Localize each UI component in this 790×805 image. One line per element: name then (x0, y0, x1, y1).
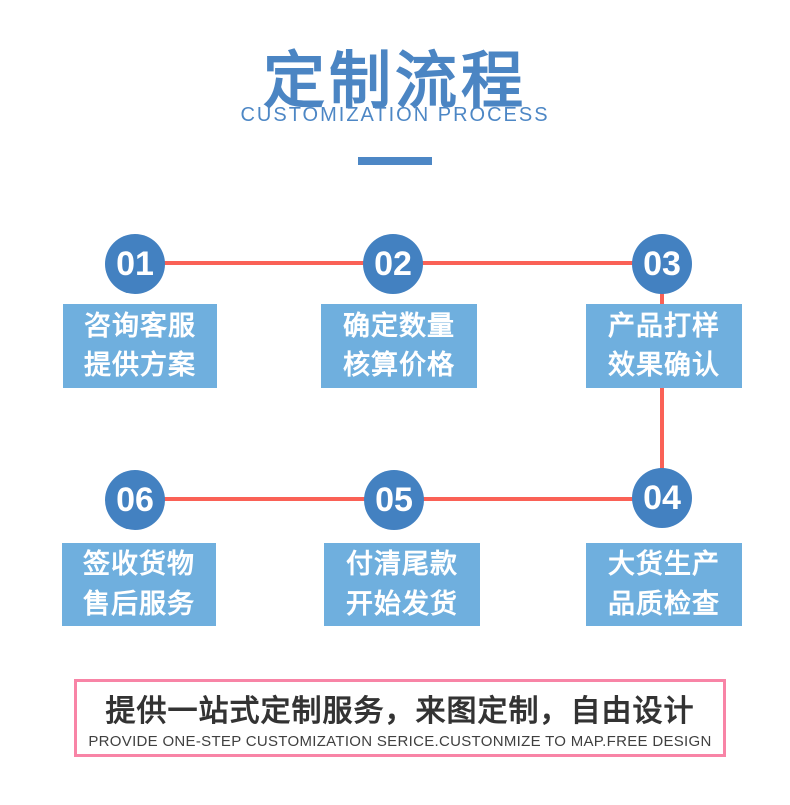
step-05-line1: 付清尾款 (346, 549, 458, 580)
title-divider (358, 157, 432, 165)
step-06-line2: 售后服务 (83, 588, 195, 619)
step-circle-04: 04 (632, 468, 692, 528)
step-circle-02: 02 (363, 234, 423, 294)
step-02-line1: 确定数量 (343, 310, 455, 341)
step-circle-01: 01 (105, 234, 165, 294)
step-01-line1: 咨询客服 (84, 310, 196, 341)
page-title: 定制流程 (262, 47, 527, 116)
step-04-line1: 大货生产 (608, 549, 720, 580)
step-circle-05: 05 (364, 470, 424, 530)
step-box-02: 确定数量 核算价格 (321, 304, 477, 388)
step-number-06: 06 (116, 480, 154, 519)
banner-english-text: PROVIDE ONE-STEP CUSTOMIZATION SERICE.CU… (88, 733, 712, 750)
step-box-06: 签收货物 售后服务 (62, 543, 216, 626)
step-circle-03: 03 (632, 234, 692, 294)
step-box-04: 大货生产 品质检查 (586, 543, 742, 626)
step-number-02: 02 (374, 244, 412, 283)
step-04-line2: 品质检查 (608, 588, 720, 619)
step-06-line1: 签收货物 (83, 549, 195, 580)
step-number-01: 01 (116, 244, 154, 283)
step-03-line1: 产品打样 (608, 310, 720, 341)
step-box-01: 咨询客服 提供方案 (63, 304, 217, 388)
step-number-04: 04 (643, 478, 681, 517)
step-02-line2: 核算价格 (343, 350, 455, 380)
step-number-05: 05 (375, 480, 413, 519)
step-01-line2: 提供方案 (84, 350, 196, 380)
step-03-line2: 效果确认 (608, 350, 720, 380)
step-05-line2: 开始发货 (346, 588, 458, 619)
step-box-03: 产品打样 效果确认 (586, 304, 742, 388)
step-number-03: 03 (643, 244, 681, 283)
bottom-banner: 提供一站式定制服务，来图定制，自由设计 PROVIDE ONE-STEP CUS… (74, 679, 726, 757)
page-subtitle: CUSTOMIZATION PROCESS (240, 104, 550, 126)
banner-chinese-text: 提供一站式定制服务，来图定制，自由设计 (105, 695, 695, 728)
step-box-05: 付清尾款 开始发货 (324, 543, 480, 626)
step-circle-06: 06 (105, 470, 165, 530)
